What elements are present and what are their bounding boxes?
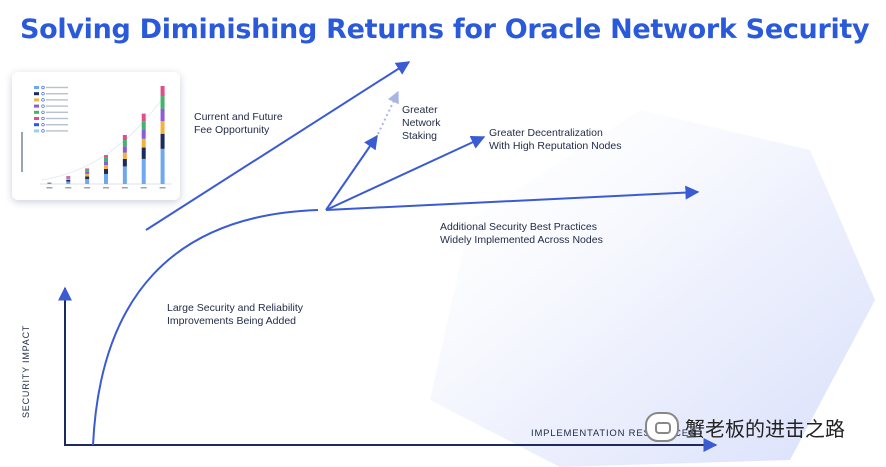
inset-bar-segment: [47, 182, 52, 184]
network-staking-label: Greater Network Staking: [402, 104, 441, 142]
y-axis-label: SECURITY IMPACT: [21, 324, 31, 418]
inset-y-label: [21, 132, 23, 172]
inset-bar-segment: [85, 178, 90, 184]
inset-bar-segment: [104, 173, 108, 184]
inset-bar-segment: [122, 158, 127, 167]
inset-legend-text: [46, 130, 68, 132]
diminishing-returns-curve: [92, 209, 319, 446]
inset-bar-segment: [122, 166, 127, 184]
fee-opportunity-arrow: [145, 61, 411, 231]
decentralization-arrow: [325, 135, 486, 211]
inset-legend-text: [46, 124, 68, 126]
inset-legend-icon: [41, 116, 45, 121]
watermark: 蟹老板的进击之路: [645, 412, 845, 442]
inset-legend-text: [46, 99, 68, 101]
inset-bar-segment: [104, 161, 108, 166]
inset-legend-swatch: [34, 110, 39, 114]
inset-legend-text: [46, 93, 68, 95]
inset-bar-segment: [160, 133, 165, 149]
inset-legend-icon: [41, 129, 45, 133]
inset-legend-text: [46, 86, 68, 89]
fee-growth-mini-chart: [21, 85, 172, 189]
inset-bar-segment: [66, 181, 71, 184]
inset-bar-segment: [66, 175, 71, 177]
x-axis-label: IMPLEMENTATION RESOURCES: [531, 428, 697, 439]
inset-bar-segment: [104, 155, 108, 158]
inset-tick-label: [84, 187, 91, 189]
inset-bar-segment: [122, 140, 127, 147]
inset-legend-swatch: [34, 129, 39, 133]
staking-arrow: [325, 134, 378, 211]
inset-bar-segment: [66, 179, 71, 182]
inset-bar-segment: [141, 158, 146, 184]
inset-legend-icon: [41, 123, 45, 127]
inset-legend-icon: [41, 110, 45, 114]
inset-bar-segment: [66, 176, 71, 178]
inset-tick-label: [140, 187, 147, 189]
inset-legend-icon: [41, 98, 45, 102]
inset-bar-segment: [85, 171, 90, 174]
inset-bar-segment: [160, 108, 165, 122]
staking-dotted-arrow: [377, 90, 399, 135]
inset-bar-segment: [85, 173, 90, 177]
inset-bar-segment: [141, 129, 146, 139]
inset-legend-icon: [41, 104, 45, 108]
wechat-icon: [645, 412, 679, 442]
inset-legend-swatch: [34, 117, 39, 120]
fee-opportunity-label: Current and Future Fee Opportunity: [194, 111, 283, 136]
inset-tick-label: [65, 187, 72, 189]
inset-legend-text: [46, 105, 68, 107]
inset-bar-segment: [160, 96, 165, 109]
inset-tick-label: [159, 187, 166, 189]
inset-bar-segment: [160, 148, 165, 184]
inset-legend-text: [46, 111, 68, 113]
inset-bar-segment: [66, 177, 71, 179]
inset-trend-curve: [41, 91, 168, 181]
inset-bar-segment: [141, 113, 146, 122]
large-improvements-label: Large Security and Reliability Improveme…: [167, 302, 303, 327]
inset-tick-label: [103, 187, 109, 189]
inset-legend-icon: [41, 92, 45, 96]
inset-bar-segment: [122, 152, 127, 159]
inset-legend-swatch: [34, 123, 39, 127]
inset-bar-segment: [104, 168, 108, 174]
inset-bar-segment: [141, 147, 146, 159]
page-title: Solving Diminishing Returns for Oracle N…: [20, 14, 870, 45]
inset-bar-segment: [160, 86, 165, 97]
inset-bar-segment: [160, 121, 165, 134]
best-practices-label: Additional Security Best Practices Widel…: [440, 221, 603, 246]
inset-bar-segment: [104, 157, 108, 162]
inset-bar-segment: [85, 176, 90, 179]
inset-legend-icon: [41, 85, 45, 90]
inset-bar-segment: [141, 121, 146, 130]
watermark-text: 蟹老板的进击之路: [685, 418, 845, 441]
inset-legend-swatch: [34, 86, 39, 89]
inset-bar-segment: [85, 169, 90, 172]
inset-legend-swatch: [34, 98, 39, 102]
inset-legend-swatch: [34, 104, 39, 108]
inset-bar-segment: [122, 135, 127, 141]
inset-bar-segment: [141, 138, 146, 148]
inset-bar-segment: [85, 168, 90, 170]
inset-legend-text: [46, 117, 68, 120]
fee-growth-inset-card: [12, 72, 180, 200]
inset-bar-segment: [122, 146, 127, 153]
decentralization-label: Greater Decentralization With High Reput…: [489, 127, 622, 152]
inset-tick-label: [46, 187, 53, 189]
best-practices-arrow: [325, 185, 700, 211]
inset-bar-segment: [47, 183, 52, 184]
inset-bar-segment: [104, 165, 108, 169]
inset-tick-label: [121, 187, 128, 189]
inset-legend-swatch: [34, 92, 39, 96]
inset-bar-segment: [66, 178, 71, 180]
